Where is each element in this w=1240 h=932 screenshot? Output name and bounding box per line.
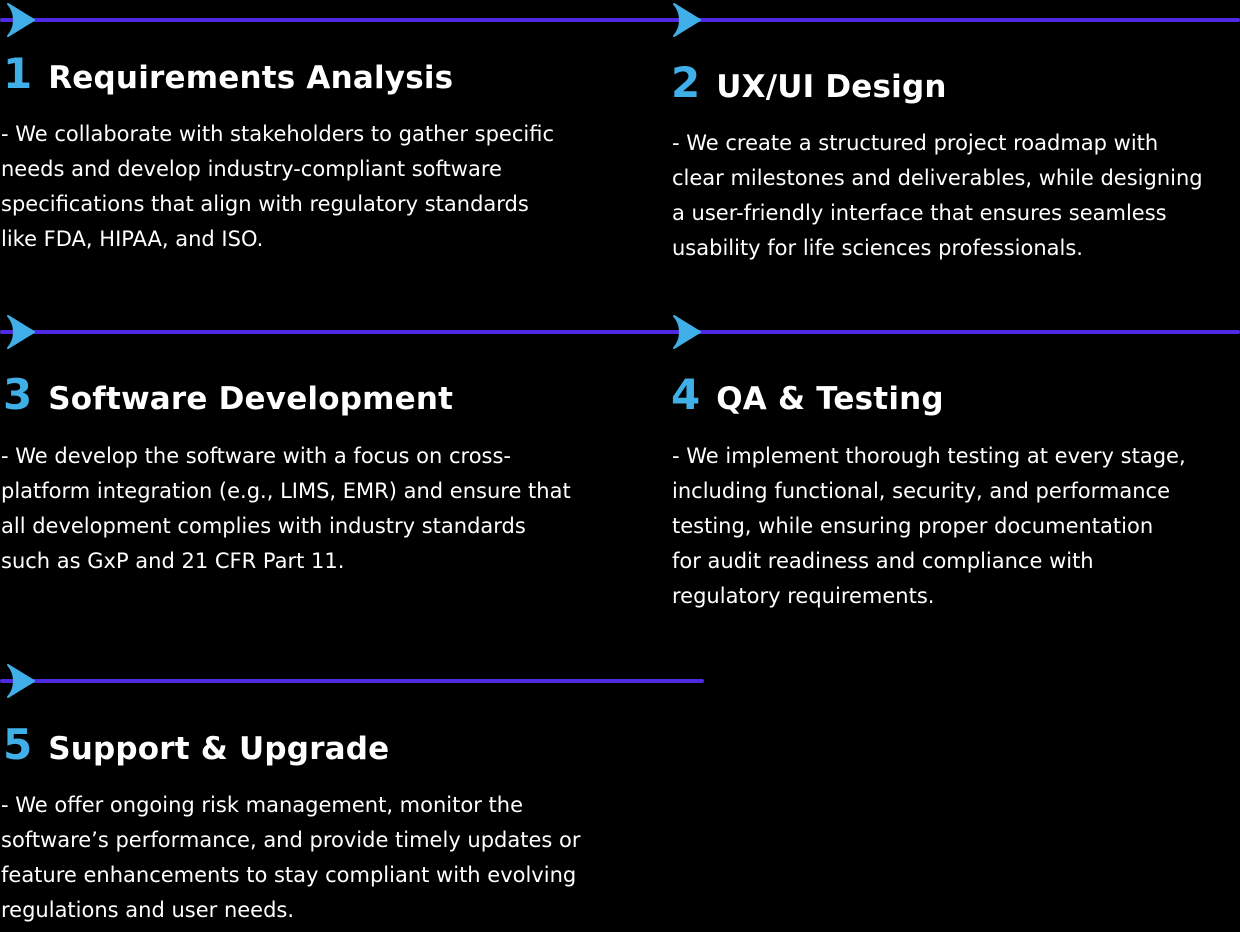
step-title: Requirements Analysis — [48, 60, 454, 96]
timeline-line-row-1 — [0, 18, 1240, 22]
step-number: 4 — [671, 370, 701, 419]
step-description: - We offer ongoing risk management, moni… — [1, 793, 581, 922]
step-heading-4: 4 QA & Testing — [671, 374, 944, 416]
step-number: 1 — [3, 49, 33, 98]
step-description: - We implement thorough testing at every… — [672, 444, 1186, 608]
arrow-right-icon — [5, 2, 37, 38]
arrow-right-icon — [671, 314, 703, 350]
step-title: Support & Upgrade — [48, 731, 390, 767]
arrow-right-icon — [5, 314, 37, 350]
step-title: QA & Testing — [716, 381, 944, 417]
step-title: Software Development — [48, 381, 454, 417]
step-description: - We create a structured project roadmap… — [672, 131, 1203, 260]
step-heading-5: 5 Support & Upgrade — [3, 724, 389, 766]
step-heading-1: 1 Requirements Analysis — [3, 53, 453, 95]
step-heading-2: 2 UX/UI Design — [671, 62, 947, 104]
arrow-right-icon — [671, 2, 703, 38]
timeline-line-row-3 — [0, 679, 704, 683]
step-number: 2 — [671, 58, 701, 107]
arrow-right-icon — [5, 663, 37, 699]
step-description: - We develop the software with a focus o… — [1, 444, 571, 573]
step-description: - We collaborate with stakeholders to ga… — [1, 122, 554, 251]
step-title: UX/UI Design — [716, 69, 947, 105]
step-number: 3 — [3, 370, 33, 419]
step-heading-3: 3 Software Development — [3, 374, 453, 416]
timeline-line-row-2 — [0, 330, 1240, 334]
step-number: 5 — [3, 720, 33, 769]
